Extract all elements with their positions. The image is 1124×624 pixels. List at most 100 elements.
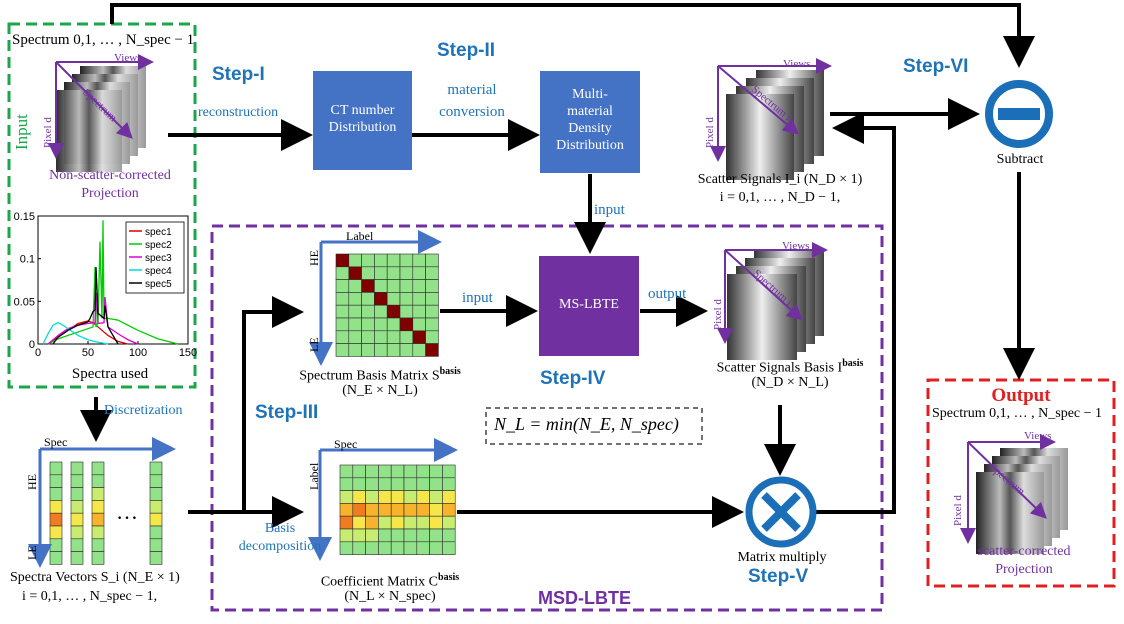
basis-cell: [361, 343, 375, 357]
basis-cell: [399, 330, 414, 344]
basis-cell: [361, 317, 375, 332]
vector-cell: [49, 538, 63, 552]
coef-cell: [429, 477, 443, 491]
basis-cell: [348, 317, 362, 332]
basis-cell: [374, 279, 388, 293]
input-projection-stack: [48, 54, 154, 172]
basis-cell: [335, 279, 350, 293]
basis-cell: [425, 279, 439, 293]
subtract-icon: [985, 80, 1053, 148]
legend-label: spec5: [145, 279, 172, 290]
vector-cell: [49, 512, 63, 527]
vector-cell: [149, 500, 163, 514]
basis-caption-1: Spectrum Basis Matrix Sbasis: [270, 364, 490, 385]
coef-cell: [390, 464, 405, 479]
basis-cell: [386, 279, 401, 293]
coef-cell: [403, 541, 418, 555]
y-tick-label: 0.1: [20, 254, 35, 266]
coefficient-matrix: [339, 464, 456, 555]
coef-cell: [416, 515, 430, 530]
vector-cell: [149, 512, 163, 527]
output-views-label: Views: [1024, 430, 1052, 442]
vector-cell: [70, 487, 84, 501]
output-projection-stack: [960, 434, 1068, 554]
sbasis-caption-1: Scatter Signals Basis Ibasis: [690, 356, 890, 377]
sbasis-caption-main: Scatter Signals Basis I: [716, 360, 843, 376]
coef-cell: [352, 541, 366, 555]
coef-cell: [403, 515, 418, 530]
input-frame: [7, 22, 197, 389]
basis-he: HE: [307, 250, 321, 266]
basis-cell: [374, 343, 388, 357]
basis-cell: [412, 317, 426, 332]
basis-cell: [361, 304, 375, 319]
coef-cell: [339, 528, 354, 543]
basis-cell: [399, 343, 414, 357]
vector-cell: [149, 551, 163, 565]
basis-cell: [412, 266, 426, 280]
sbasis-caption-sup: basis: [842, 358, 864, 369]
vector-cell: [91, 525, 105, 540]
multi-material-box: [540, 71, 640, 173]
arrow-vectors-to-basis: [188, 296, 304, 514]
msd-lbte-label: MSD-LBTE: [538, 588, 631, 608]
basis-caption-sup: basis: [439, 366, 461, 377]
vector-cell: [91, 551, 105, 565]
step-4-label: Step-IV: [540, 368, 606, 389]
vector-cell: [70, 525, 84, 540]
output-label: Output: [991, 385, 1051, 406]
basis-cell: [399, 253, 414, 268]
basis-cell: [335, 330, 350, 344]
vector-cell: [49, 500, 63, 514]
coef-cell: [352, 477, 366, 491]
coef-cell: [442, 477, 456, 491]
vector-cell: [91, 461, 105, 476]
mslbte-box: [539, 256, 639, 356]
input-label: Input: [12, 114, 31, 150]
mm-line-2: material: [567, 104, 613, 119]
basis-caption-2: (N_E × N_L): [342, 383, 418, 398]
scatter-basis-stack: [717, 242, 828, 360]
x-tick-label: 0: [35, 347, 41, 359]
ct-number-line-1: CT number: [330, 103, 395, 118]
step-5-label: Step-V: [748, 566, 809, 587]
vectors-le: LE: [25, 545, 39, 560]
vector-cell: [70, 474, 84, 488]
basis-cell: [412, 343, 426, 357]
coef-cell: [416, 541, 430, 555]
discretization-label: Discretization: [104, 403, 183, 418]
coef-caption-2: (N_L × N_spec): [344, 589, 436, 604]
coef-cell: [442, 490, 456, 504]
coef-cell: [390, 503, 405, 517]
coef-cell: [352, 503, 366, 517]
basis-caption-main: Spectrum Basis Matrix S: [299, 368, 440, 384]
coef-cell: [352, 528, 366, 543]
coef-caption-main: Coefficient Matrix C: [320, 574, 439, 590]
vector-cell: [91, 500, 105, 514]
vector-cell: [149, 461, 163, 476]
coef-cell: [390, 490, 405, 504]
scatter-pixel-label: Pixel d: [704, 117, 716, 148]
vector-cell: [49, 474, 63, 488]
basis-cell: [425, 343, 439, 357]
basis-cell: [361, 279, 375, 293]
basis-cell: [386, 266, 401, 280]
vector-cell: [91, 487, 105, 501]
coef-cell: [403, 464, 418, 479]
mslbte-text: MS-LBTE: [559, 297, 619, 312]
coef-cell: [429, 541, 443, 555]
basis-cell: [374, 317, 388, 332]
vector-cell: [49, 551, 63, 565]
basis-cell: [399, 317, 414, 332]
basis-le: LE: [307, 337, 321, 352]
basis-cell: [348, 343, 362, 357]
x-tick-label: 50: [82, 347, 94, 359]
basis-cell: [399, 266, 414, 280]
legend-box: [125, 221, 185, 294]
coef-cell: [429, 515, 443, 530]
material-label-1: material: [447, 82, 497, 98]
top-loop-arrow: [110, 3, 1035, 68]
vector-cell: [91, 538, 105, 552]
coef-cell: [365, 477, 379, 491]
